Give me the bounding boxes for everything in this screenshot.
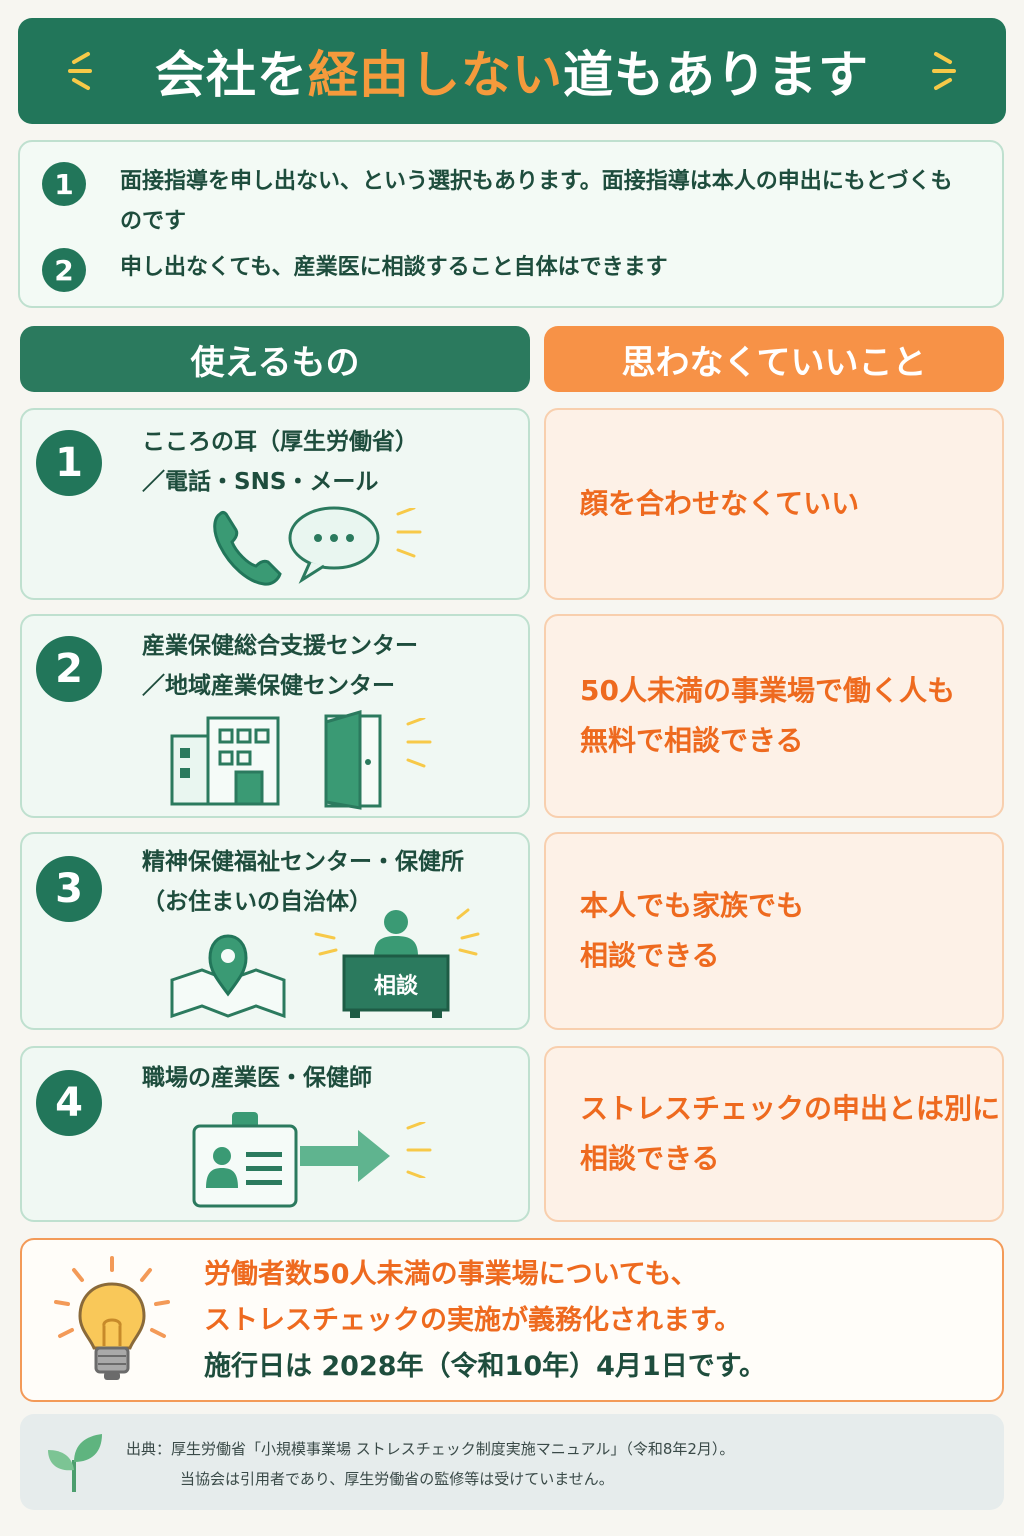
resource-title: 精神保健福祉センター・保健所 （お住まいの自治体）	[142, 849, 464, 915]
reassurance-text: 50人未満の事業場で働く人も 無料で相談できる	[580, 674, 955, 757]
number-badge: 2	[36, 636, 102, 702]
sparkle-right-icon	[932, 52, 956, 90]
resource-card-3: 3 精神保健福祉センター・保健所 （お住まいの自治体） 相談	[20, 832, 530, 1030]
resource-title: 産業保健総合支援センター ／地域産業保健センター	[142, 633, 418, 699]
resource-card-2: 2 産業保健総合支援センター ／地域産業保健センター	[20, 614, 530, 818]
resource-card-1: 1 こころの耳（厚生労働省） ／電話・SNS・メール	[20, 408, 530, 600]
reassurance-text: 本人でも家族でも 相談できる	[580, 889, 805, 972]
map-pin-icon	[170, 934, 286, 1019]
door-icon	[324, 710, 382, 810]
number-badge: 4	[36, 1070, 102, 1136]
intro-box: 1 面接指導を申し出ない、という選択もあります。面接指導は本人の申出にもとづくも…	[18, 140, 1004, 308]
sparkle-left-icon	[68, 52, 92, 90]
number-badge: 2	[42, 248, 86, 292]
reassurance-card-2: 50人未満の事業場で働く人も 無料で相談できる	[544, 614, 1004, 818]
notice-line-2: ストレスチェックの実施が義務化されます。	[204, 1305, 742, 1336]
reassurance-card-1: 顔を合わせなくていい	[544, 408, 1004, 600]
column-header-resources: 使えるもの	[20, 326, 530, 392]
intro-item: 2 申し出なくても、産業医に相談すること自体はできます	[42, 248, 960, 292]
arrow-right-icon	[300, 1130, 390, 1182]
consultation-desk-label: 相談	[373, 974, 418, 999]
number-badge: 1	[36, 430, 102, 496]
column-header-reassurance: 思わなくていいこと	[544, 326, 1004, 392]
consultation-desk-icon	[314, 908, 480, 1018]
resource-title: 職場の産業医・保健師	[142, 1065, 372, 1091]
sparkle-icon	[406, 1122, 432, 1178]
sparkle-icon	[396, 508, 422, 558]
building-icon	[170, 716, 280, 806]
notice-text: 労働者数50人未満の事業場についても、 ストレスチェックの実施が義務化されます。…	[204, 1252, 766, 1390]
reassurance-card-3: 本人でも家族でも 相談できる	[544, 832, 1004, 1030]
resource-title: こころの耳（厚生労働省） ／電話・SNS・メール	[142, 429, 418, 495]
source-line-1: 出典：厚生労働省「小規模事業場 ストレスチェック制度実施マニュアル」（令和8年2…	[126, 1440, 735, 1458]
sprout-icon	[48, 1434, 102, 1492]
lightbulb-icon	[54, 1256, 170, 1380]
intro-item: 1 面接指導を申し出ない、という選択もあります。面接指導は本人の申出にもとづくも…	[42, 162, 960, 242]
title-banner: 会社を経由しない道もあります	[18, 18, 1006, 124]
reassurance-text: ストレスチェックの申出とは別に 相談できる	[580, 1092, 1001, 1175]
chat-bubble-icon	[288, 506, 380, 584]
phone-icon	[213, 511, 282, 586]
id-badge-icon	[192, 1112, 298, 1208]
reassurance-card-4: ストレスチェックの申出とは別に 相談できる	[544, 1046, 1004, 1222]
source-footer: 出典：厚生労働省「小規模事業場 ストレスチェック制度実施マニュアル」（令和8年2…	[20, 1414, 1004, 1510]
source-text: 出典：厚生労働省「小規模事業場 ストレスチェック制度実施マニュアル」（令和8年2…	[126, 1434, 734, 1494]
reassurance-text: 顔を合わせなくていい	[580, 487, 860, 520]
notice-line-3: 施行日は 2028年（令和10年）4月1日です。	[204, 1351, 766, 1382]
number-badge: 3	[36, 856, 102, 922]
number-badge: 1	[42, 162, 86, 206]
source-line-2: 当協会は引用者であり、厚生労働省の監修等は受けていません。	[180, 1470, 614, 1488]
page-title: 会社を経由しない道もあります	[155, 46, 869, 104]
intro-text: 面接指導を申し出ない、という選択もあります。面接指導は本人の申出にもとづくもので…	[120, 169, 953, 234]
sparkle-icon	[406, 718, 432, 768]
notice-box: 労働者数50人未満の事業場についても、 ストレスチェックの実施が義務化されます。…	[20, 1238, 1004, 1402]
intro-text: 申し出なくても、産業医に相談すること自体はできます	[120, 255, 668, 280]
notice-line-1: 労働者数50人未満の事業場についても、	[204, 1259, 698, 1290]
resource-card-4: 4 職場の産業医・保健師	[20, 1046, 530, 1222]
